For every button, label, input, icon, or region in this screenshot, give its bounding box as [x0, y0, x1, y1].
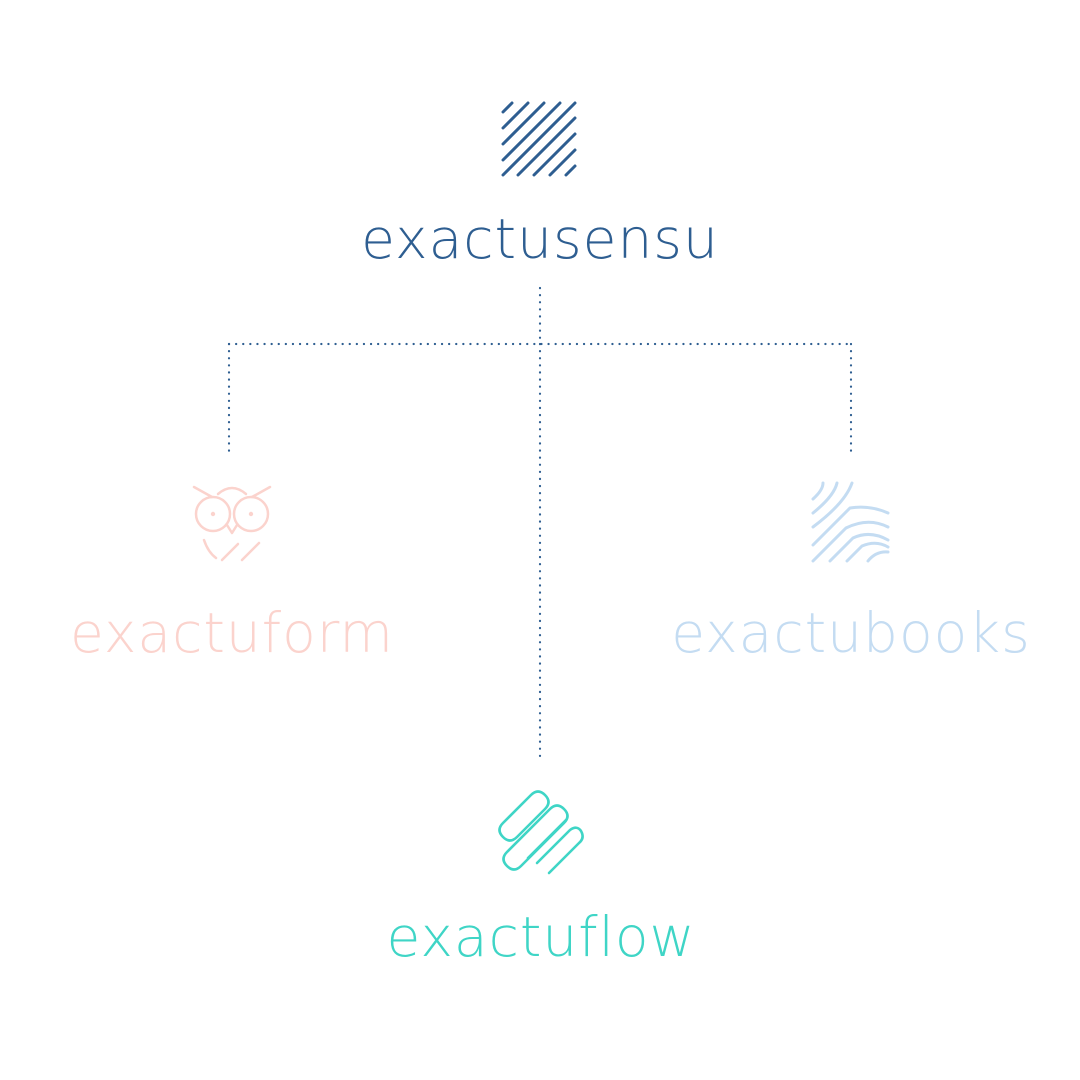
right-brand-name: exactubooks: [671, 601, 1031, 665]
diagonal-stripes-icon: [501, 101, 577, 177]
bottom-brand-name: exactuflow: [386, 905, 696, 969]
owl-icon: [192, 485, 272, 562]
parent-brand-name: exactusensu: [361, 207, 719, 271]
curved-lines-icon: [811, 481, 890, 563]
rounded-stripes-icon: [498, 790, 584, 875]
connectors: [227, 286, 853, 762]
left-brand-name: exactuform: [69, 601, 395, 665]
